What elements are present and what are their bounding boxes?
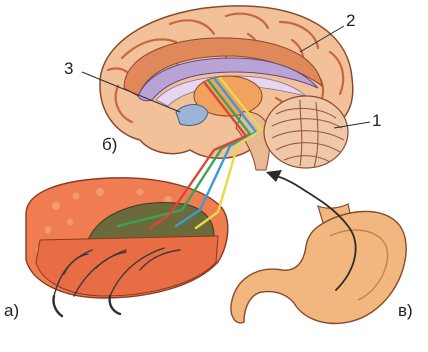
label-stomach: в) [398,301,413,320]
tongue-cut-surface [36,236,218,296]
tongue [26,178,228,316]
nerve-trunks [53,296,120,316]
label-tongue: а) [4,301,19,320]
label-2: 2 [346,11,355,30]
stomach [231,170,406,323]
label-1: 1 [372,111,381,130]
stomach-body [231,211,406,323]
label-brain: б) [102,135,117,154]
label-3: 3 [64,59,73,78]
cerebellum [264,96,348,168]
vagus-arrow-head [266,170,282,182]
